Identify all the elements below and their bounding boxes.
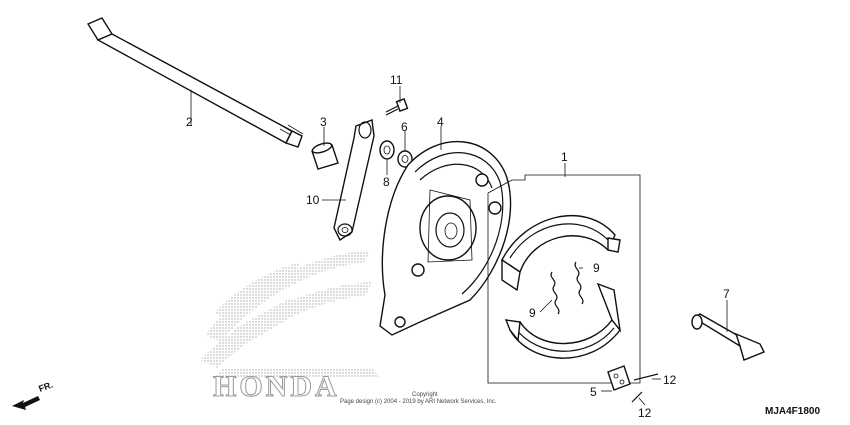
copyright-line-1: Copyright [412,392,438,398]
honda-wing-watermark [200,250,380,378]
axle-part [86,17,304,148]
washer-part [379,140,395,160]
shoes-bracket [487,174,641,384]
bolt-part [385,98,409,116]
callout-10: 10 [306,193,320,207]
brake-arm-part [333,119,375,242]
callout-3: 3 [320,115,327,129]
brake-panel-part [379,141,512,336]
leader-lines [190,86,728,406]
callout-12-lower: 12 [638,406,652,420]
brake-cam-part [691,313,765,361]
callout-11: 11 [390,73,403,87]
brake-shoe-upper [501,214,621,292]
callout-9-lower: 9 [529,306,536,320]
diagram-code: MJA4F1800 [765,406,820,417]
callout-5: 5 [590,385,597,399]
callout-8: 8 [383,175,390,189]
callout-4: 4 [437,115,444,129]
callout-6: 6 [401,120,408,134]
callout-7: 7 [723,287,730,301]
callout-1: 1 [561,150,568,164]
callout-9-upper: 9 [593,261,600,275]
callout-2: 2 [186,115,193,129]
callout-12-upper: 12 [663,373,677,387]
brake-shoe-lower [504,282,622,359]
front-direction-arrow: FR. [12,380,54,410]
plate-part [607,365,631,391]
copyright-line-2: Page design (c) 2004 - 2019 by ARI Netwo… [340,399,497,405]
honda-watermark-text: HONDA [213,370,340,403]
pin-part-upper [633,373,659,381]
spring-part-right [574,261,584,305]
pin-part-lower [631,391,643,403]
collar-part [311,142,339,170]
spring-part-left [550,271,560,315]
front-direction-label: FR. [37,380,54,394]
